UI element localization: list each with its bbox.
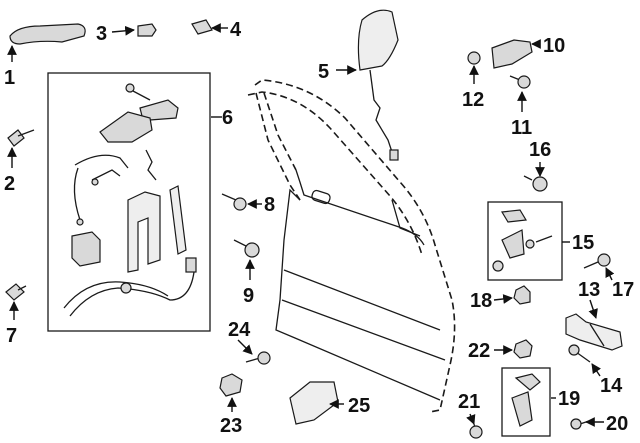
callout-13: 13	[578, 279, 600, 301]
callout-20: 20	[606, 413, 628, 435]
hinge-bracket-10	[491, 39, 533, 69]
nut-12	[467, 51, 481, 65]
bolt-17	[583, 253, 611, 269]
callout-4: 4	[230, 19, 242, 41]
door-check-13	[565, 313, 623, 351]
clip-3	[137, 23, 157, 37]
group-19-box	[501, 367, 551, 437]
callout-15: 15	[572, 232, 594, 254]
leader-arrows	[7, 23, 615, 427]
callout-24: 24	[228, 319, 251, 341]
bolt-20	[570, 418, 593, 430]
callout-1: 1	[4, 67, 15, 89]
callout-25: 25	[348, 395, 370, 417]
callout-19: 19	[558, 388, 580, 410]
bolt-14	[568, 344, 591, 363]
callout-11: 11	[511, 117, 532, 139]
door-shell	[247, 79, 456, 413]
callout-9: 9	[243, 285, 254, 307]
callout-14: 14	[600, 375, 623, 397]
callout-5: 5	[318, 61, 329, 83]
bolt-11	[509, 75, 531, 89]
bolt-2	[7, 129, 35, 147]
callout-21: 21	[458, 391, 480, 413]
callout-labels: 1 2 3 4 5 6 7 8 9 10 11 12 13 14 15 16 1…	[4, 19, 634, 437]
callout-6: 6	[222, 107, 233, 129]
callout-23: 23	[220, 415, 242, 437]
bolt-9	[233, 239, 260, 258]
lock-assembly-parts	[63, 83, 197, 317]
bracket-25	[289, 381, 339, 425]
callout-12: 12	[462, 89, 484, 111]
bolt-21	[469, 423, 483, 439]
callout-18: 18	[470, 290, 492, 312]
bolt-16	[523, 175, 548, 192]
callout-17: 17	[612, 279, 634, 301]
callout-2: 2	[4, 173, 15, 195]
check-parts-15	[492, 209, 553, 272]
outside-handle	[9, 23, 86, 45]
clip-18	[513, 285, 531, 305]
window-channel	[357, 9, 399, 71]
bolt-8	[221, 193, 247, 211]
callout-8: 8	[264, 194, 275, 216]
callout-3: 3	[96, 23, 107, 45]
group-15-box	[487, 201, 563, 281]
bracket-23	[219, 373, 243, 397]
callout-10: 10	[543, 35, 565, 57]
bracket-19	[511, 373, 541, 427]
group-6-box	[47, 72, 211, 332]
callout-7: 7	[6, 325, 17, 347]
clip-22	[513, 339, 533, 359]
bolt-7	[5, 283, 27, 301]
bolt-24	[245, 351, 271, 365]
clip-4	[191, 19, 213, 35]
callout-16: 16	[529, 139, 551, 161]
callout-22: 22	[468, 340, 490, 362]
